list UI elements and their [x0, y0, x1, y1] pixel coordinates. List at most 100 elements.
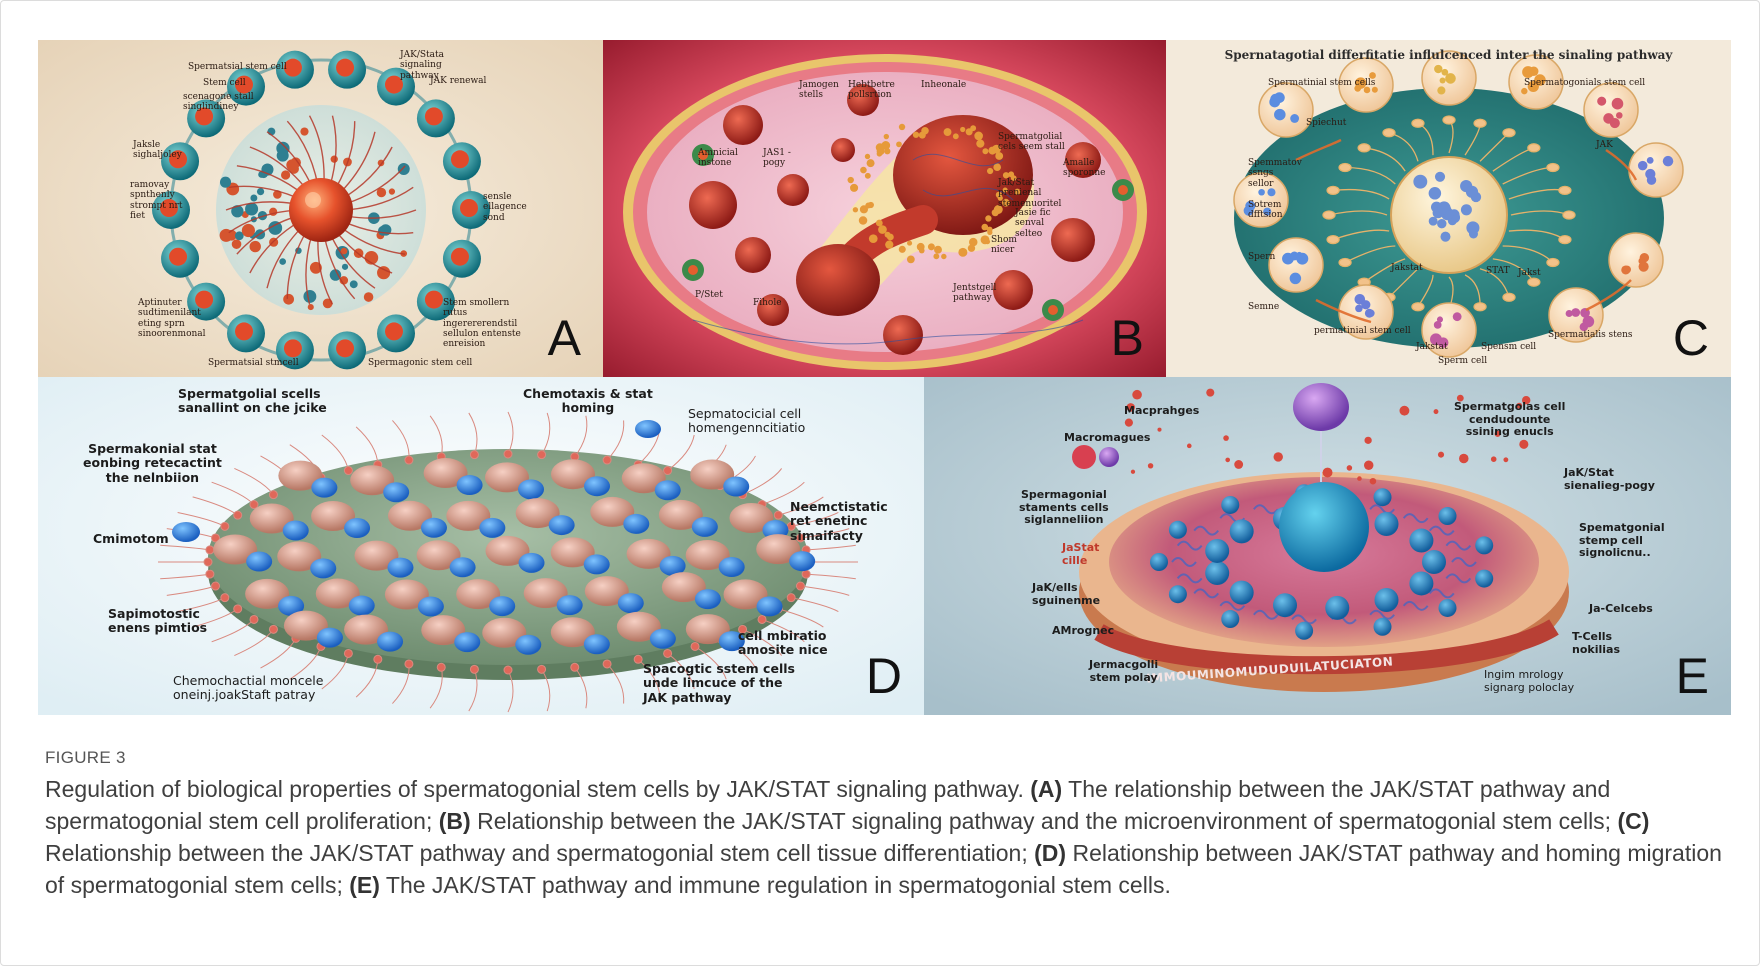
granule: [980, 235, 990, 245]
filament: [1176, 540, 1203, 551]
blue-cell: [454, 632, 481, 653]
panel-b-label: P/Stet: [695, 290, 723, 300]
sperm-head: [795, 581, 805, 591]
granule: [934, 245, 942, 254]
sperm-head: [633, 654, 643, 664]
blue-cell: [718, 631, 745, 652]
vesicle: [330, 155, 338, 163]
sperm-head: [1558, 234, 1572, 245]
panel-c-letter: C: [1672, 310, 1709, 366]
sperm-head: [663, 466, 673, 476]
cell: [847, 84, 879, 116]
granule: [969, 237, 978, 247]
cell-nucleus: [1118, 185, 1128, 195]
particle: [1132, 389, 1142, 400]
cell: [661, 572, 706, 603]
cell: [213, 534, 258, 565]
sperm-tail: [778, 608, 824, 628]
caption-part-tag: (A): [1030, 776, 1063, 802]
sperm-head: [503, 449, 513, 459]
caption-part-text: Relationship between the JAK/STAT pathwa…: [45, 840, 1028, 866]
panel-a-label: Jaksle sighaljoley: [133, 140, 182, 161]
particle: [1399, 405, 1410, 416]
cell: [315, 578, 360, 609]
caption-part-tag: (C): [1617, 808, 1650, 834]
cell: [482, 617, 527, 648]
sperm-tail: [800, 585, 850, 596]
sperm-head: [233, 604, 243, 614]
cell-nucleus: [450, 150, 469, 169]
granule: [1010, 175, 1017, 182]
particle: [1225, 457, 1231, 463]
blue-cell: [518, 479, 545, 500]
organelle: [1243, 205, 1254, 216]
filament: [1291, 614, 1317, 625]
cell: [550, 459, 595, 490]
vesicle: [231, 239, 242, 249]
granule: [885, 240, 894, 249]
cell-nucleus: [336, 58, 355, 77]
vesicle: [363, 292, 374, 302]
immune-cell: [1295, 621, 1314, 640]
cell: [344, 614, 389, 645]
immune-cell: [1475, 536, 1494, 555]
particle: [1157, 427, 1162, 432]
granule: [958, 247, 968, 257]
granule: [952, 133, 959, 140]
organelle: [1534, 74, 1546, 86]
granule: [982, 148, 989, 155]
sperm-tail: [761, 481, 805, 506]
caption-part-text: Relationship between the JAK/STAT signal…: [477, 808, 1612, 834]
filament: [1369, 609, 1395, 620]
vesicle: [245, 202, 259, 216]
vesicle: [234, 231, 244, 241]
blue-cell: [617, 593, 644, 614]
cell: [1583, 82, 1639, 138]
organelle: [1597, 96, 1607, 106]
organelle: [1270, 93, 1282, 105]
vesicle: [1434, 171, 1446, 182]
blue-cell: [479, 517, 506, 538]
particle: [1503, 457, 1509, 463]
granule: [933, 253, 940, 260]
sperm-head: [404, 455, 414, 465]
organelle: [1361, 300, 1371, 310]
granule: [850, 183, 859, 192]
cell: [616, 611, 661, 642]
cell-nucleus: [450, 247, 469, 266]
cell-nucleus: [235, 322, 253, 341]
granule: [985, 215, 992, 222]
filament: [1171, 557, 1197, 567]
caption-part-text: The JAK/STAT pathway and immune regulati…: [385, 872, 1171, 898]
vesicle: [307, 304, 314, 311]
particle: [1516, 402, 1523, 409]
panel-e-label: JaK/Stat sienalieg-pogy: [1564, 466, 1655, 492]
cell-nucleus: [385, 322, 403, 341]
panel-d-image: Spermatgolial scells sanallint on che jc…: [38, 377, 924, 715]
granule: [859, 205, 868, 214]
sperm-tail: [778, 496, 824, 516]
immune-cell: [1325, 595, 1350, 620]
sperm-head: [233, 510, 243, 520]
blue-cell: [691, 516, 718, 537]
panel-e-label: Ingim mrology signarg poloclay: [1484, 668, 1575, 694]
cell: [685, 540, 730, 571]
sperm-head: [663, 648, 673, 658]
sperm-head: [1411, 118, 1425, 128]
granule: [878, 225, 887, 234]
panel-e-label: JaStat cille: [1062, 541, 1100, 567]
filament: [1402, 600, 1429, 611]
organelle: [1645, 168, 1656, 180]
granule: [912, 131, 920, 138]
cell: [421, 615, 466, 646]
panel-a-label: JAK/Stata signaling pathway: [400, 50, 444, 81]
cell: [283, 610, 328, 641]
figure-caption-text: Regulation of biological properties of s…: [45, 773, 1725, 901]
immune-cell: [1422, 550, 1446, 574]
blue-cell: [344, 518, 371, 539]
sperm-head: [249, 500, 259, 510]
cell: [1065, 142, 1101, 178]
organelle: [1638, 257, 1646, 265]
blue-cell: [417, 596, 444, 617]
immune-cell: [1168, 585, 1187, 604]
